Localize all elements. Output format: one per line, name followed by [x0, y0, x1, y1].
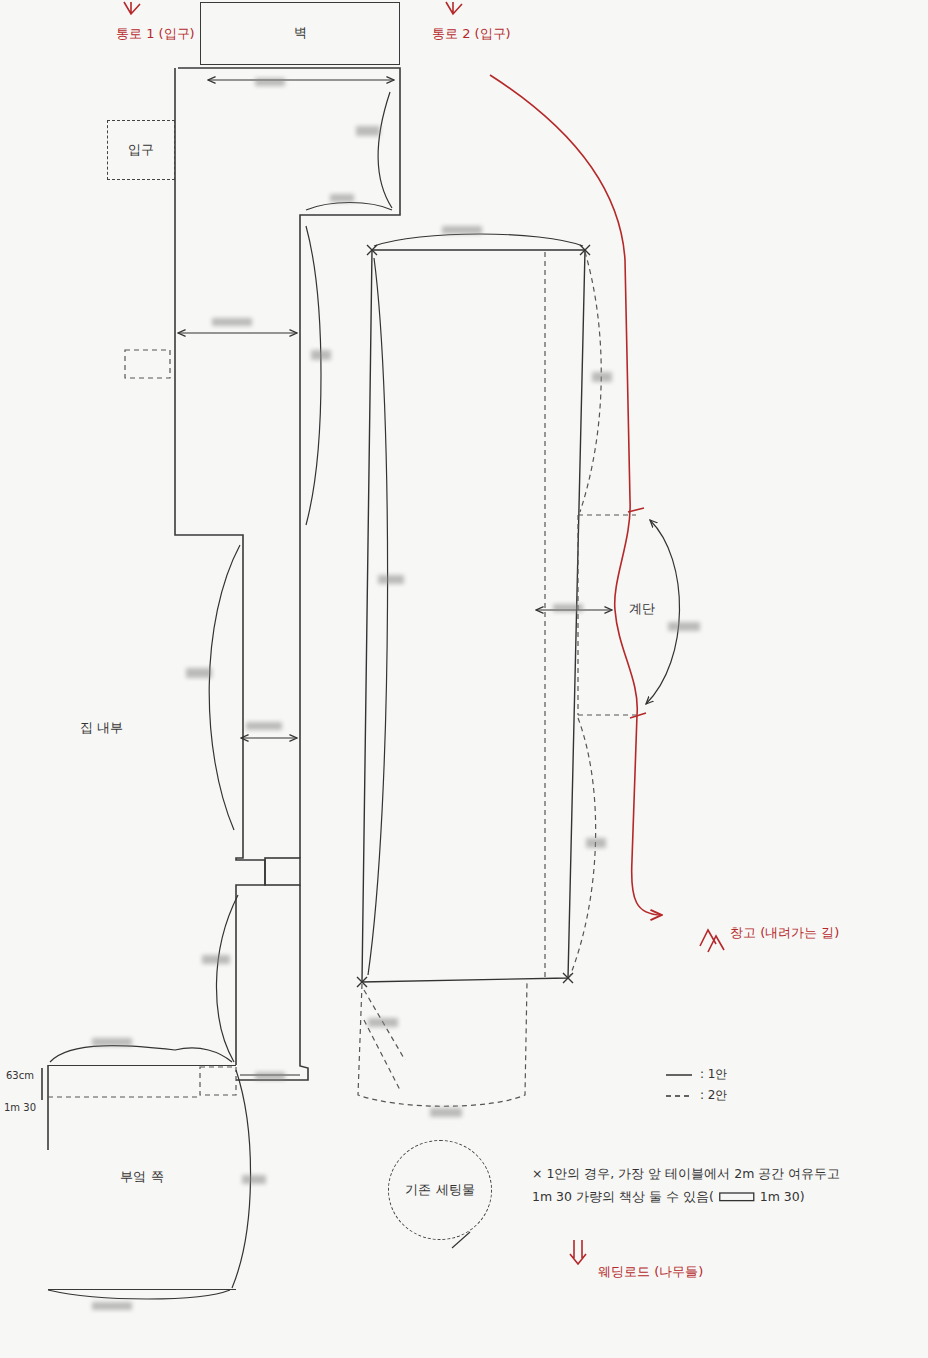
dimension-line	[209, 545, 240, 830]
legend-text: : 1안	[700, 1066, 728, 1083]
dimension-line	[374, 234, 583, 246]
dashed-marks	[48, 350, 236, 1097]
entrance-arrow	[124, 2, 140, 14]
node-text: 벽	[294, 25, 307, 41]
dimension-line	[306, 226, 321, 525]
table-outline	[362, 250, 585, 982]
walls	[42, 68, 400, 1150]
storage-chevron	[700, 930, 724, 952]
stairs-label: 계단	[627, 601, 657, 617]
passage-label: 통로 1 (입구)	[114, 26, 197, 42]
legend-line	[666, 1074, 692, 1076]
note-text: × 1안의 경우, 가장 앞 테이블에서 2m 공간 여유두고	[530, 1166, 842, 1182]
blurred-number	[430, 1108, 462, 1117]
dimension-line	[378, 92, 392, 208]
blurred-number	[378, 575, 404, 584]
legend-swatch	[664, 1068, 694, 1082]
note-text: 1m 30 가량의 책상 둘 수 있음(	[530, 1189, 716, 1205]
kitchen-area: 부엌 쪽	[48, 1065, 236, 1290]
blurred-number	[592, 372, 612, 382]
dimension-line	[208, 79, 394, 80]
legend-swatch	[664, 1089, 694, 1103]
legend: : 1안 : 2안	[664, 1066, 728, 1104]
dashed-line	[577, 515, 578, 715]
dashed-line	[544, 252, 545, 978]
dimension-line	[306, 203, 392, 211]
blurred-number	[668, 622, 700, 631]
dimension-line	[452, 1232, 470, 1248]
passage-label: 통로 2 (입구)	[430, 26, 513, 42]
plan-two-lines	[358, 252, 636, 1106]
path-to-storage	[490, 75, 662, 915]
blurred-number	[242, 1175, 266, 1184]
dimension-line	[216, 895, 238, 1062]
blurred-number	[186, 668, 212, 678]
dashed-box	[125, 350, 170, 378]
blurred-number	[202, 955, 230, 964]
legend-text: : 2안	[700, 1087, 728, 1104]
blurred-number	[311, 350, 331, 360]
dimension-label: 1m 30	[2, 1102, 38, 1115]
entrance-box: 입구	[107, 120, 175, 180]
dimension-lines	[48, 80, 680, 1299]
wall-line	[236, 885, 308, 1080]
blurred-number	[255, 78, 285, 86]
node-text: 부엌 쪽	[120, 1169, 163, 1185]
node-text: 기존 세팅물	[405, 1182, 474, 1198]
blurred-number	[246, 722, 282, 730]
blurred-number	[442, 226, 482, 234]
corner-x	[563, 973, 573, 983]
blurred-number	[212, 318, 252, 326]
down-double-arrow	[570, 1240, 586, 1264]
blurred-dimensions	[92, 78, 700, 1310]
wall-line	[178, 68, 400, 858]
blurred-number	[92, 1038, 132, 1046]
blurred-number	[92, 1302, 132, 1310]
wall-box: 벽	[200, 2, 400, 65]
legend-row: : 2안	[664, 1087, 728, 1104]
dimension-label: 63cm	[4, 1070, 36, 1083]
blurred-number	[330, 194, 354, 202]
blurred-number	[356, 126, 380, 136]
dimension-line	[48, 1290, 230, 1299]
dashed-line	[358, 982, 527, 1106]
storage-label: 창고 (내려가는 길)	[728, 925, 841, 941]
table-layout	[357, 245, 590, 987]
dashed-line	[48, 1096, 200, 1097]
dashed-line	[364, 990, 405, 1090]
blurred-number	[255, 1072, 285, 1080]
blurred-number	[586, 838, 606, 848]
existing-setup-circle: 기존 세팅물	[388, 1140, 492, 1240]
corner-x	[357, 245, 590, 987]
red-marks	[124, 2, 724, 1264]
dimension-line	[368, 258, 388, 975]
kitchen-step	[41, 1068, 43, 1100]
dimension-line	[178, 332, 297, 333]
dimension-line	[50, 1046, 232, 1062]
dimension-line	[241, 737, 297, 738]
wedding-road-label: 웨딩로드 (나무들)	[596, 1264, 705, 1280]
wall-jog	[265, 858, 300, 885]
legend-line	[666, 1095, 692, 1097]
blurred-number	[553, 604, 583, 612]
node-text: 입구	[128, 142, 154, 158]
entrance-arrow	[446, 2, 462, 14]
note-text: 1m 30)	[758, 1189, 807, 1205]
wall-line	[175, 68, 265, 1065]
legend-row: : 1안	[664, 1066, 728, 1083]
area-label: 집 내부	[78, 720, 125, 736]
dashed-box	[200, 1067, 236, 1095]
desk-symbol	[720, 1193, 754, 1201]
corner-x	[367, 245, 377, 255]
blurred-number	[368, 1018, 398, 1027]
